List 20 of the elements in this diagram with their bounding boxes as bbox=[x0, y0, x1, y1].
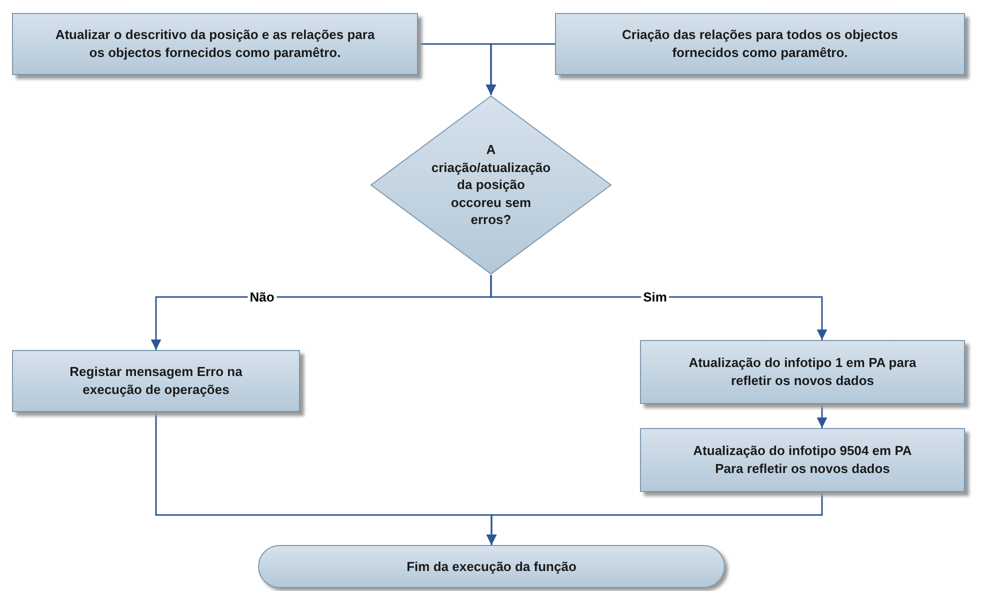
process-box bbox=[640, 340, 965, 404]
edge-label: Não bbox=[248, 290, 276, 304]
process-box bbox=[12, 350, 300, 412]
connector-arrow bbox=[486, 492, 823, 545]
node-text: Criação das relações para todos os objectos fornecidos como paramêtro. bbox=[621, 26, 899, 62]
node-text: Atualizar o descritivo da posição e as relações para os objectos fornecidos como paramêtro. bbox=[54, 26, 376, 62]
node-text: Registar mensagem Erro na execução de operações bbox=[68, 363, 244, 399]
node-text: Atualização do infotipo 1 em PA para refletir os novos dados bbox=[688, 354, 918, 390]
connector-arrow bbox=[486, 43, 555, 95]
terminator-shape bbox=[258, 545, 725, 588]
node-text: Fim da execução da função bbox=[406, 558, 578, 576]
node-text: Atualização do infotipo 9504 em PA Para refletir os novos dados bbox=[692, 442, 913, 478]
process-box bbox=[555, 13, 965, 75]
node-text: A criação/atualização da posição occoreu sem erros? bbox=[430, 141, 552, 229]
process-box bbox=[640, 428, 965, 492]
process-box bbox=[12, 13, 418, 75]
connector-arrow bbox=[816, 404, 828, 428]
decision-diamond bbox=[370, 95, 612, 275]
connector-arrow bbox=[490, 275, 828, 340]
edge-label: Sim bbox=[641, 290, 669, 304]
